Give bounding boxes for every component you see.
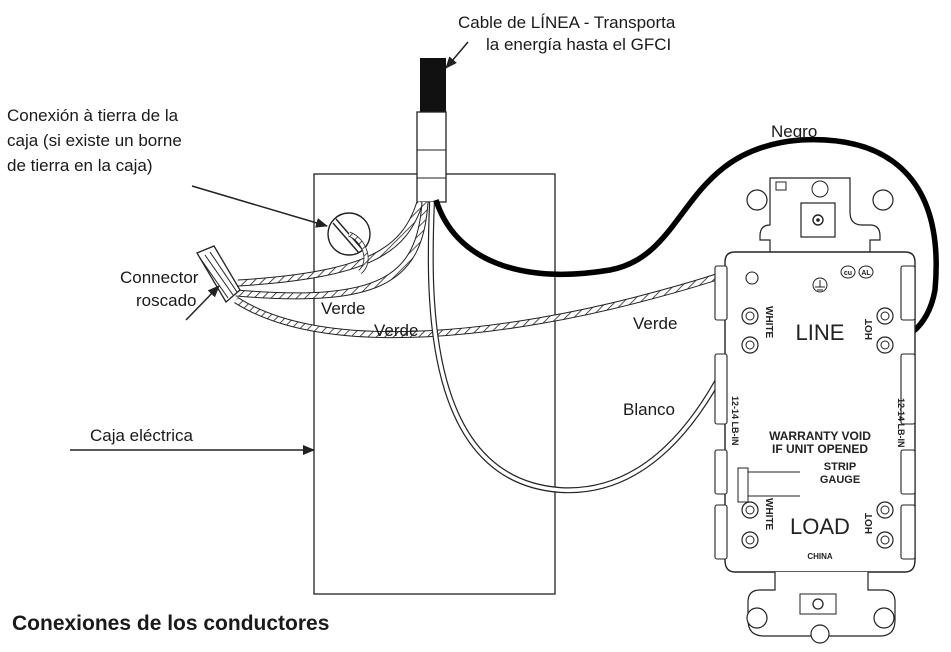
- ground-label-2: caja (si existe un borne: [7, 131, 182, 150]
- white-wire-label: Blanco: [623, 400, 675, 419]
- device-strip-line1: STRIP: [824, 461, 856, 473]
- device-warranty-line2: IF UNIT OPENED: [772, 442, 868, 456]
- box-label: Caja eléctrica: [90, 426, 193, 445]
- device-white-bottom-label: WHITE: [763, 498, 774, 531]
- ground-label-1: Conexión à tierra de la: [7, 106, 179, 125]
- cable-sheath: [416, 111, 447, 203]
- green-wire-label-2: Verde: [374, 321, 419, 340]
- device-load-label: LOAD: [790, 514, 850, 539]
- line-cable-label-2: la energía hasta el GFCI: [486, 35, 672, 54]
- line-cable-label-1: Cable de LÍNEA - Transporta: [458, 13, 676, 32]
- device-origin-label: CHINA: [807, 552, 833, 561]
- device-line-label: LINE: [796, 320, 845, 345]
- device-gauge-right-label: 12-14 LB-IN: [896, 398, 906, 448]
- gfci-receptacle: [714, 177, 916, 644]
- device-gauge-left-label: 12-14 LB-IN: [730, 396, 740, 446]
- arrow-line-cable: [445, 41, 469, 69]
- green-wire-label-3: Verde: [633, 314, 678, 333]
- device-strip-line2: GAUGE: [820, 474, 860, 486]
- device-white-top-label: WHITE: [763, 306, 774, 339]
- device-cert-al: AL: [861, 270, 871, 277]
- ground-label-3: de tierra en la caja): [7, 156, 153, 175]
- black-wire-label: Negro: [771, 122, 818, 141]
- white-wire: [427, 201, 752, 494]
- device-hot-top-label: HOT: [864, 319, 875, 340]
- connector-label-2: roscado: [136, 291, 197, 310]
- black-wire: [433, 136, 939, 343]
- cable-outer: [420, 58, 446, 116]
- arrow-ground: [191, 185, 328, 228]
- device-cert-cu: cu: [844, 270, 852, 277]
- green-wire-label-1: Verde: [321, 299, 366, 318]
- device-warranty-line1: WARRANTY VOID: [769, 429, 871, 443]
- device-hot-bottom-label: HOT: [864, 513, 875, 534]
- arrow-connector: [185, 285, 220, 321]
- connector-label-1: Connector: [120, 268, 199, 287]
- diagram-title: Conexiones de los conductores: [12, 612, 330, 635]
